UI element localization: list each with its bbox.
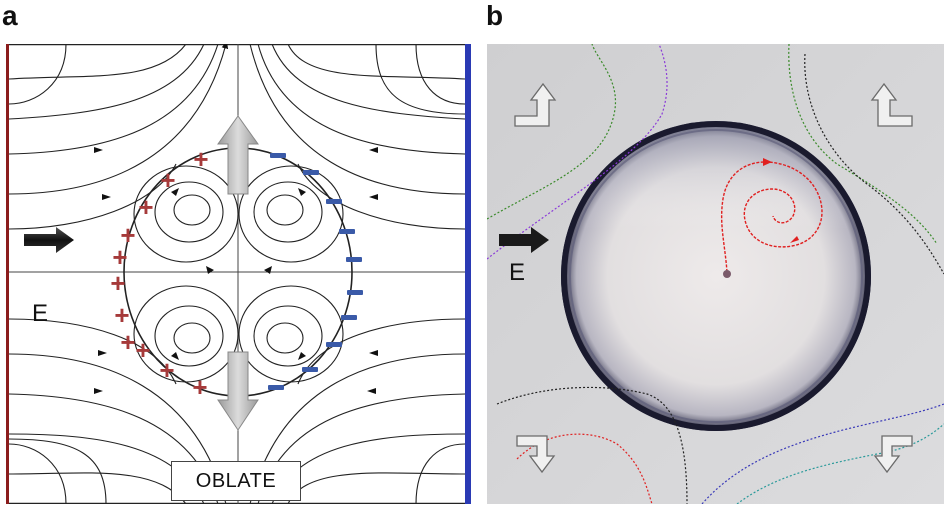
outer-flow-arrowheads (94, 147, 378, 394)
electric-field-arrow-b (499, 227, 549, 253)
streamline-svg: + + + + + + + + + + + (6, 44, 471, 504)
positive-charge-8: + (120, 327, 135, 357)
panel-b-letter: b (486, 0, 504, 31)
corner-arrow-top-left (514, 82, 557, 127)
field-label-e-b: E (509, 259, 526, 286)
spiral-tracer (720, 158, 823, 278)
corner-arrow-bottom-left (516, 435, 556, 474)
panel-b-micrograph: E (487, 44, 944, 504)
positive-charge-10: + (159, 355, 174, 385)
tracer-paths (487, 44, 944, 504)
right-electrode (465, 44, 471, 504)
micrograph-svg (487, 44, 944, 504)
outer-streamlines (8, 44, 466, 504)
positive-charge-5: + (112, 242, 127, 272)
oblate-label: OBLATE (171, 461, 301, 501)
corner-arrow-bottom-right (873, 435, 913, 474)
electric-field-arrow (24, 227, 74, 253)
positive-charge-4: + (120, 220, 135, 250)
positive-charge-2: + (160, 165, 175, 195)
positive-charge-3: + (138, 192, 153, 222)
up-flow-arrow (217, 115, 259, 195)
vortex-arrowheads (171, 188, 306, 360)
internal-vortices (133, 165, 344, 383)
corner-flow-arrows (514, 82, 913, 474)
positive-charges: + + + + + + + + + + + (110, 144, 208, 402)
positive-charge-9: + (135, 335, 150, 365)
droplet-rim (561, 121, 871, 431)
corner-arrow-top-right (870, 82, 913, 127)
down-flow-arrow (217, 351, 259, 431)
panel-a-letter: a (2, 0, 18, 31)
positive-charge-11: + (192, 372, 207, 402)
panel-a-streamline-diagram: + + + + + + + + + + + E OBLATE (6, 44, 471, 504)
left-electrode (6, 44, 9, 504)
positive-charge-7: + (114, 300, 129, 330)
positive-charge-1: + (193, 144, 208, 174)
field-label-e: E (32, 300, 49, 327)
negative-charges (268, 153, 363, 390)
positive-charge-6: + (110, 268, 125, 298)
